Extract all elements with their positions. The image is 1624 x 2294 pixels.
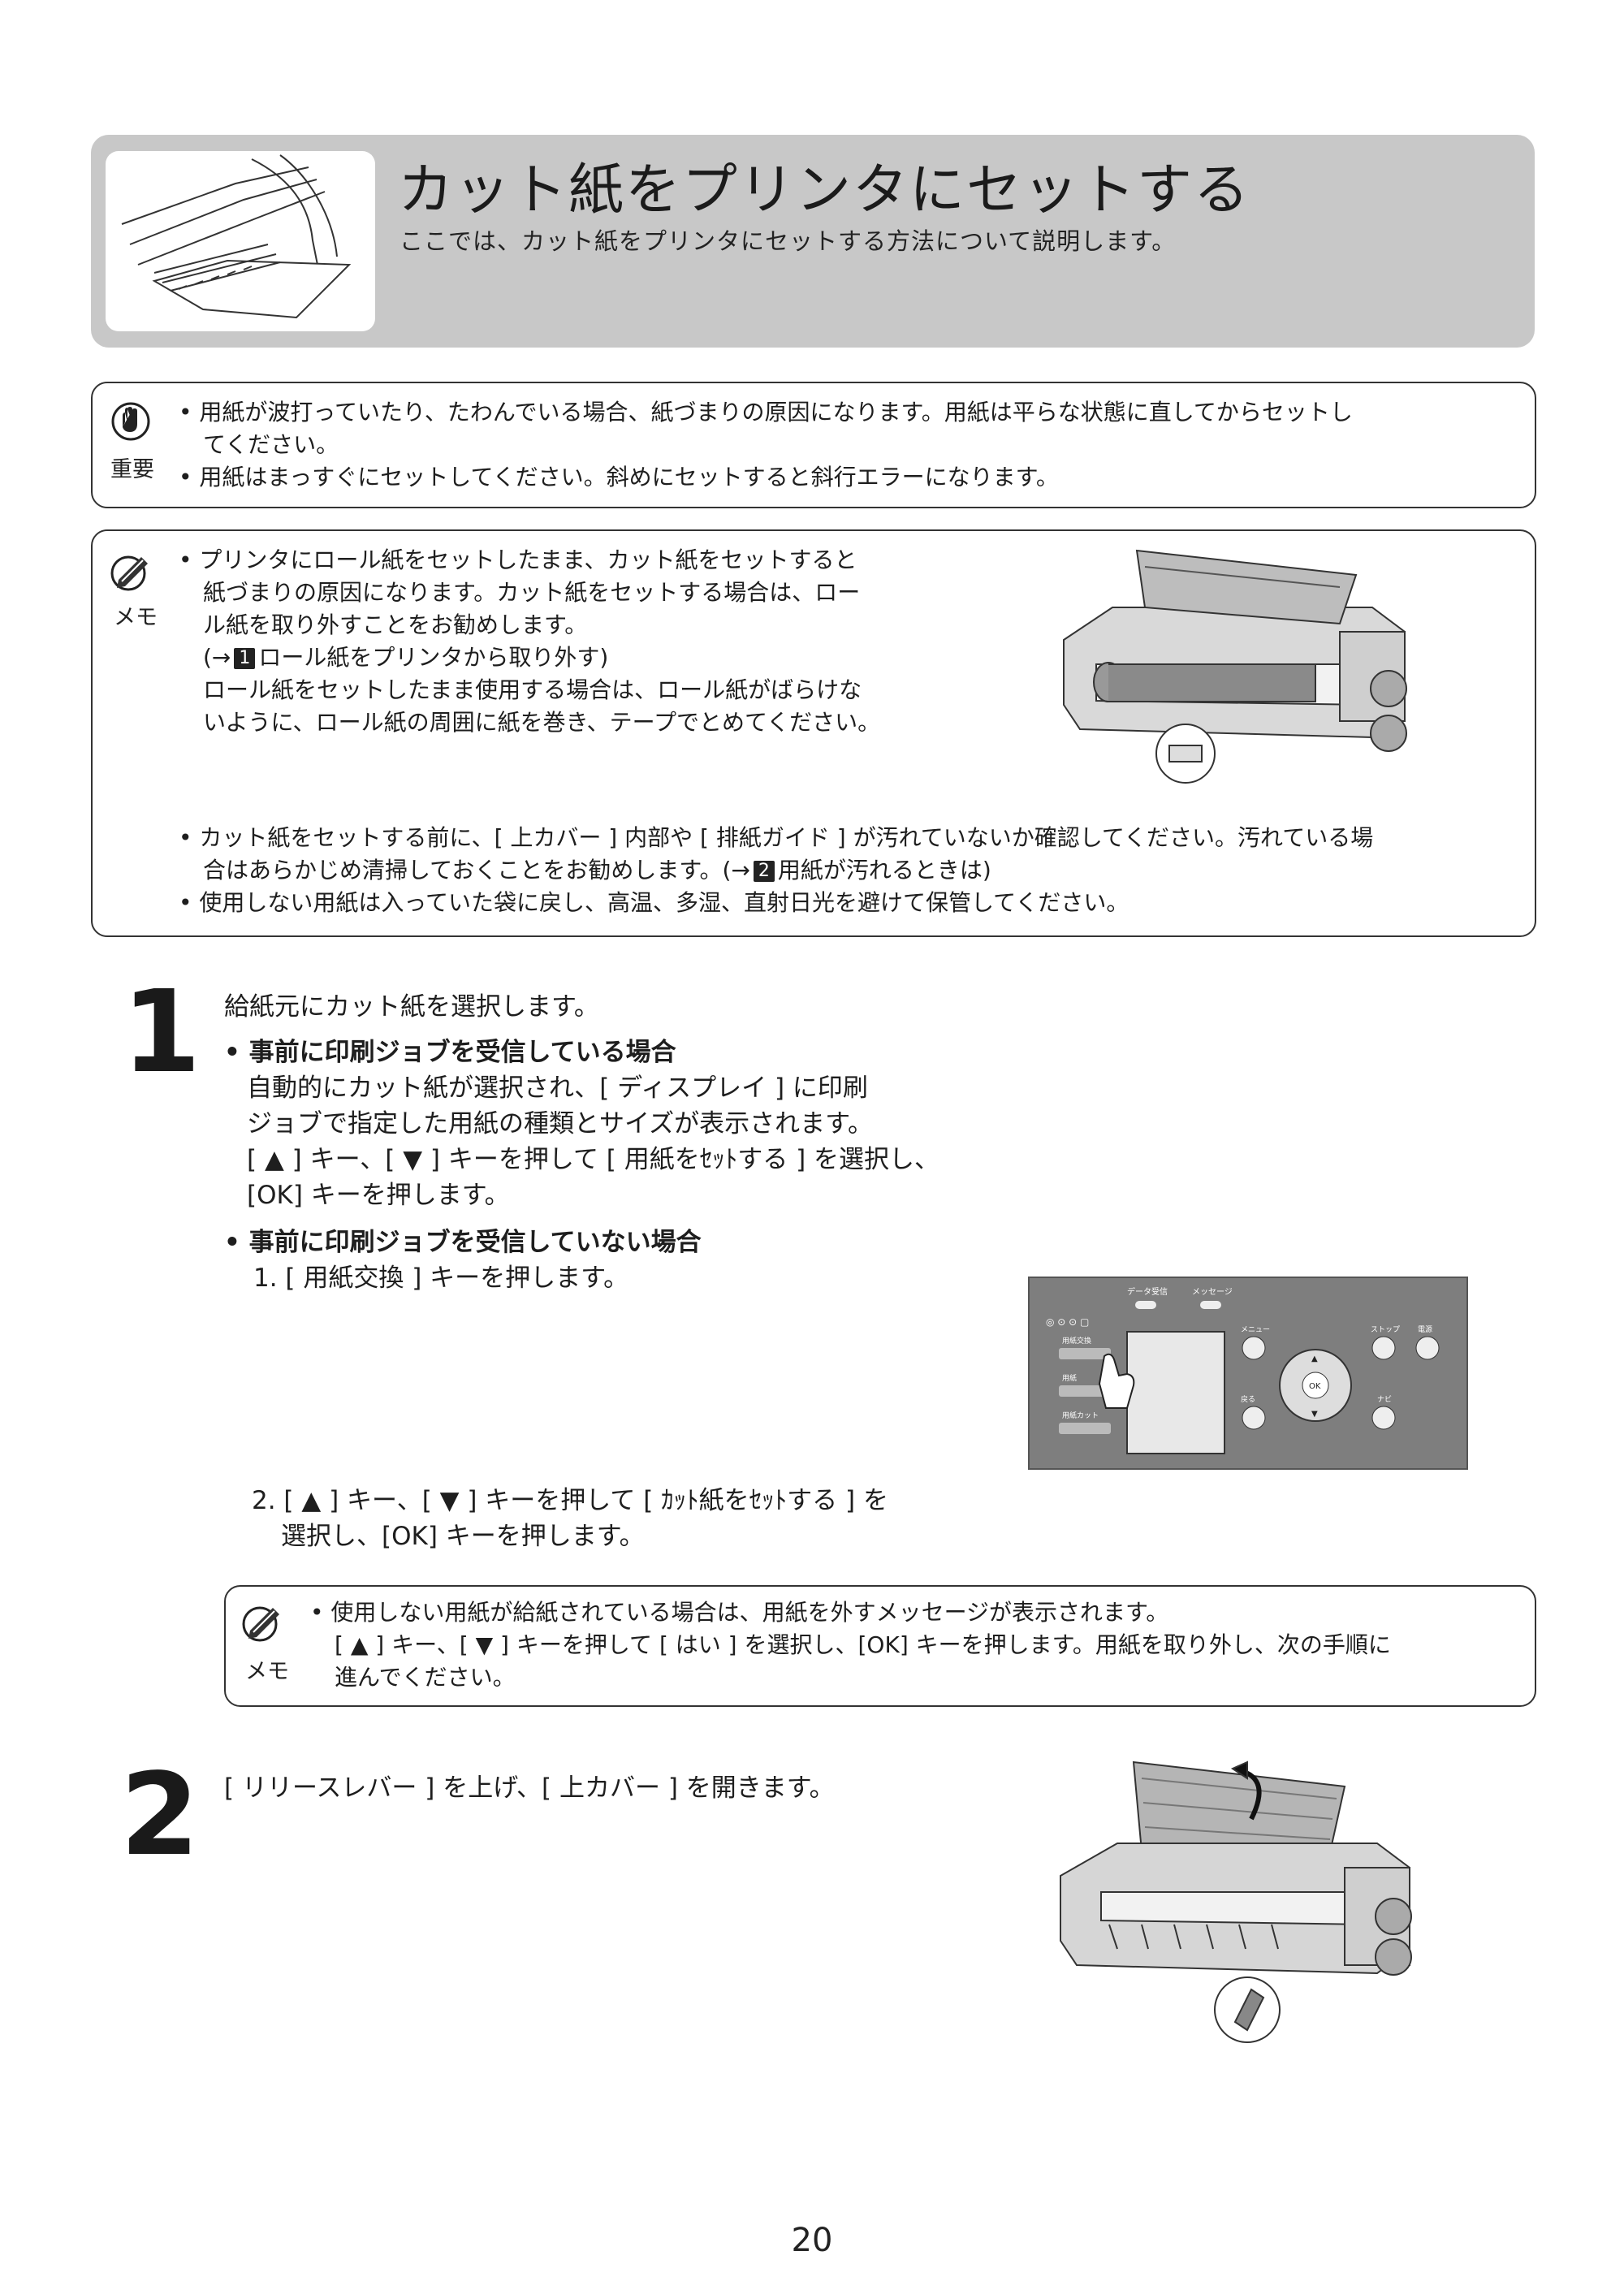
important-bullet-1: • 用紙が波打っていたり、たわんでいる場合、紙づまりの原因になります。用紙は平ら… [179, 399, 1353, 426]
step1-case2-sub1: 1. [ 用紙交換 ] キーを押します。 [253, 1264, 629, 1293]
power-key[interactable] [1415, 1336, 1440, 1360]
important-bullets: • 用紙が波打っていたり、たわんでいる場合、紙づまりの原因になります。用紙は平ら… [179, 396, 1353, 494]
step1-case1-line-1: 自動的にカット紙が選択され、[ ディスプレイ ] に印刷 [247, 1074, 868, 1103]
panel-label-message: メッセージ [1192, 1287, 1233, 1297]
panel-label-data: データ受信 [1127, 1286, 1168, 1297]
paper-change-key[interactable] [1059, 1348, 1111, 1359]
panel-label-power: 電源 [1418, 1325, 1432, 1334]
memo1-b2-line-1: • カット紙をセットする前に、[ 上カバー ] 内部や [ 排紙ガイド ] が汚… [179, 824, 1374, 851]
cut-sheet-illustration [106, 151, 375, 331]
step-number-2: 2 [120, 1749, 200, 1881]
memo-label-2: メモ [245, 1659, 289, 1684]
ref-number-1: 1 [234, 648, 256, 669]
pointing-hand-icon [1098, 1353, 1135, 1409]
step1-intro: 給紙元にカット紙を選択します。 [224, 992, 599, 1022]
svg-text:◎ ⊙ ⊙ ▢: ◎ ⊙ ⊙ ▢ [1046, 1316, 1089, 1328]
step1-sub2-line-1: 2. [ ▲ ] キー、[ ▼ ] キーを押して [ ｶｯﾄ紙をｾｯﾄする ] … [252, 1486, 888, 1515]
data-led [1135, 1301, 1156, 1309]
panel-label-menu: メニュー [1241, 1326, 1270, 1334]
step2-text: [ リリースレバー ] を上げ、[ 上カバー ] を開きます。 [224, 1773, 835, 1803]
link-arrow: (→ [203, 644, 231, 671]
step1-content: 給紙元にカット紙を選択します。 • 事前に印刷ジョブを受信している場合 自動的に… [224, 989, 939, 1296]
page-subtitle: ここでは、カット紙をプリンタにセットする方法について説明します。 [400, 227, 1177, 255]
cut-key[interactable] [1059, 1423, 1111, 1434]
memo1-bullet-1: • プリンタにロール紙をセットしたまま、カット紙をセットすると 紙づまりの原因に… [179, 544, 880, 739]
step1-case1-line-4: [OK] キーを押します。 [247, 1181, 510, 1210]
memo1-line-2: 紙づまりの原因になります。カット紙をセットする場合は、ロー [203, 579, 861, 606]
step1-case2-sub2: 2. [ ▲ ] キー、[ ▼ ] キーを押して [ ｶｯﾄ紙をｾｯﾄする ] … [252, 1483, 888, 1554]
step-number-1: 1 [122, 966, 201, 1099]
feed-key[interactable] [1059, 1385, 1111, 1397]
important-bullet-1-cont: てください。 [203, 431, 339, 458]
stop-key[interactable] [1371, 1336, 1396, 1360]
printer-roll-illustration [1047, 542, 1421, 789]
panel-label-stop: ストップ [1371, 1325, 1400, 1334]
down-arrow-icon: ▼ [1311, 1410, 1318, 1419]
memo-label-1: メモ [114, 605, 158, 630]
step1-case1-line-3: [ ▲ ] キー、[ ▼ ] キーを押して [ 用紙をｾｯﾄする ] を選択し、 [247, 1145, 940, 1174]
memo1-line-6: いように、ロール紙の周囲に紙を巻き、テープでとめてください。 [203, 709, 881, 736]
memo2-text: • 使用しない用紙が給紙されている場合は、用紙を外すメッセージが表示されます。 … [310, 1596, 1391, 1694]
menu-key[interactable] [1242, 1336, 1266, 1360]
message-led [1200, 1301, 1221, 1309]
memo2-line-1: • 使用しない用紙が給紙されている場合は、用紙を外すメッセージが表示されます。 [310, 1599, 1169, 1626]
memo1-line-3: ル紙を取り外すことをお勧めします。 [203, 611, 588, 638]
panel-label-back: 戻る [1241, 1394, 1255, 1404]
panel-label-ok: OK [1309, 1382, 1321, 1391]
step1-case1-line-2: ジョブで指定した用紙の種類とサイズが表示されます。 [247, 1109, 873, 1138]
panel-label-navi: ナビ [1377, 1395, 1392, 1404]
b2-link-text: 用紙が汚れるときは) [777, 857, 991, 883]
memo2-line-3: 進んでください。 [335, 1664, 516, 1691]
control-panel-illustration: データ受信 メッセージ ◎ ⊙ ⊙ ▢ 用紙交換 用紙 用紙カット メニュー O… [1028, 1277, 1468, 1470]
panel-label-feed: 用紙 [1062, 1373, 1077, 1383]
memo1-bullet-2: • カット紙をセットする前に、[ 上カバー ] 内部や [ 排紙ガイド ] が汚… [179, 822, 1373, 919]
printer-open-cover-illustration [1052, 1754, 1426, 2050]
memo-box-2 [224, 1585, 1536, 1707]
important-hand-icon [110, 401, 151, 445]
step1-case2-heading: • 事前に印刷ジョブを受信していない場合 [224, 1228, 702, 1257]
up-arrow-icon: ▲ [1311, 1354, 1318, 1363]
back-key[interactable] [1242, 1406, 1266, 1430]
panel-label-cut: 用紙カット [1062, 1411, 1099, 1420]
memo1-line-1: • プリンタにロール紙をセットしたまま、カット紙をセットすると [179, 546, 857, 573]
page-title: カット紙をプリンタにセットする [398, 158, 1251, 222]
important-bullet-2: • 用紙はまっすぐにセットしてください。斜めにセットすると斜行エラーになります。 [179, 464, 1059, 490]
ok-key[interactable] [1302, 1372, 1329, 1399]
step1-sub2-line-2: 選択し、[OK] キーを押します。 [281, 1522, 645, 1551]
memo-pencil-icon [109, 549, 154, 598]
ref-number-2: 2 [753, 861, 775, 882]
memo2-line-2: [ ▲ ] キー、[ ▼ ] キーを押して [ はい ] を選択し、[OK] キ… [335, 1631, 1391, 1658]
important-label: 重要 [110, 457, 154, 482]
memo1-line-5: ロール紙をセットしたまま使用する場合は、ロール紙がばらけな [203, 676, 862, 703]
link-text: ロール紙をプリンタから取り外す) [258, 644, 609, 671]
panel-label-paper-change: 用紙交換 [1062, 1336, 1091, 1346]
panel-display [1126, 1331, 1225, 1454]
b2-text: 合はあらかじめ清掃しておくことをお勧めします。(→ [203, 857, 750, 883]
step1-case1-heading: • 事前に印刷ジョブを受信している場合 [224, 1038, 676, 1067]
memo1-bullet-3: • 使用しない用紙は入っていた袋に戻し、高温、多湿、直射日光を避けて保管してくだ… [179, 889, 1129, 916]
page-number: 20 [791, 2222, 833, 2259]
important-box [91, 382, 1536, 508]
navi-key[interactable] [1371, 1406, 1396, 1430]
memo-pencil-icon-2 [240, 1600, 286, 1648]
